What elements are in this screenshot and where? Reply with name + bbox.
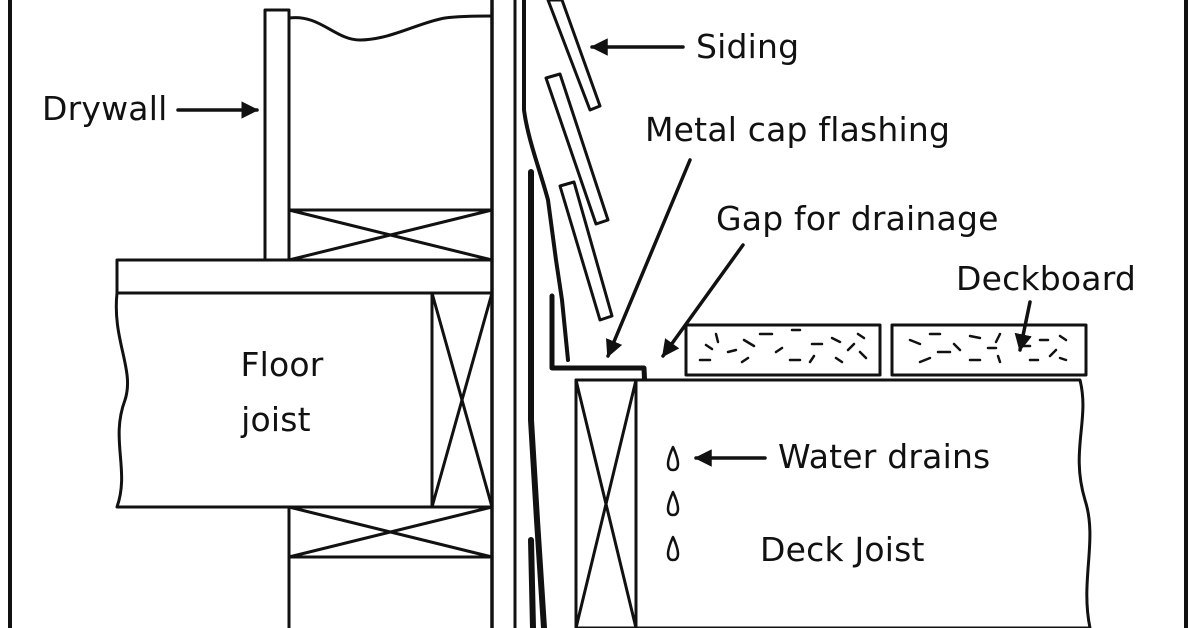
gap-for-drainage-label: Gap for drainage bbox=[716, 199, 999, 238]
metal-cap-flashing-arrow bbox=[606, 158, 692, 358]
floor-joist bbox=[114, 291, 434, 509]
membrane-lower bbox=[528, 537, 536, 628]
deck-joist-label: Deck Joist bbox=[760, 530, 925, 569]
siding-boards bbox=[544, 0, 614, 322]
drywall-panel bbox=[263, 8, 291, 262]
floor-joist-end-block bbox=[430, 291, 494, 509]
water-drains-label: Water drains bbox=[778, 437, 991, 476]
top-blocking bbox=[287, 208, 494, 262]
water-membrane bbox=[528, 169, 547, 628]
deckboard-arrow bbox=[1014, 300, 1032, 352]
floor-joist-label-line2: joist bbox=[241, 400, 311, 439]
floor-joist-label-line1: Floor bbox=[240, 345, 324, 384]
rim-plate bbox=[115, 258, 494, 295]
deck-joist bbox=[634, 378, 1092, 628]
deckboard-grain bbox=[698, 328, 1068, 364]
siding-label: Siding bbox=[696, 27, 800, 66]
water-drops bbox=[666, 445, 680, 562]
bottom-blocking bbox=[287, 505, 494, 559]
metal-cap-flashing-label: Metal cap flashing bbox=[645, 110, 951, 149]
deckboards bbox=[684, 323, 1088, 377]
drywall-label: Drywall bbox=[42, 89, 168, 128]
deckboard-label: Deckboard bbox=[956, 259, 1137, 298]
gap-for-drainage-arrow bbox=[661, 243, 745, 358]
wall-break-line bbox=[287, 14, 494, 42]
ledger-board bbox=[574, 378, 638, 628]
building-wrap bbox=[522, 0, 570, 362]
